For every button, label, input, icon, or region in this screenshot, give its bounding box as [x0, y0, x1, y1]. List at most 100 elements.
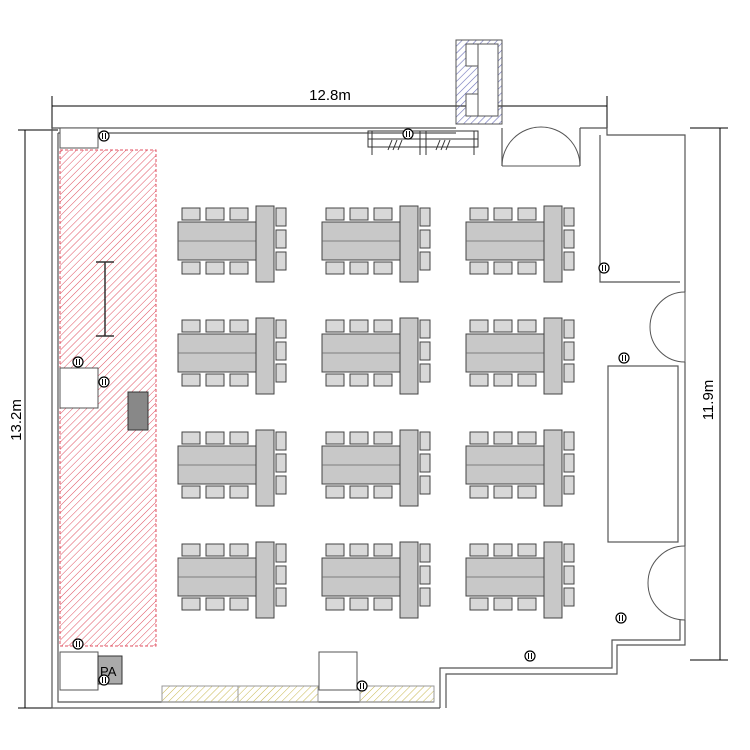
lectern-cabinet [59, 367, 99, 409]
chair [181, 431, 201, 445]
pa-cabinet [59, 651, 99, 691]
chair [517, 373, 537, 387]
chair [349, 207, 369, 221]
side-table [399, 541, 419, 619]
chair [419, 319, 431, 339]
chair [349, 373, 369, 387]
chair [419, 453, 431, 473]
chair [493, 485, 513, 499]
walls [51, 127, 686, 709]
chair [419, 363, 431, 383]
chair [181, 543, 201, 557]
outlet-icon [72, 638, 84, 650]
chair [229, 431, 249, 445]
chair [349, 261, 369, 275]
outlet-icon [618, 352, 630, 364]
outlet-icon [402, 128, 414, 140]
chair [419, 341, 431, 361]
side-table [255, 317, 275, 395]
outlet-icon [524, 650, 536, 662]
chair [419, 543, 431, 563]
side-table [543, 541, 563, 619]
chair [493, 373, 513, 387]
outlet-icon [598, 262, 610, 274]
top-double-door[interactable] [501, 126, 581, 167]
chair [275, 431, 287, 451]
chair [563, 543, 575, 563]
table-set [177, 429, 287, 507]
chair [205, 319, 225, 333]
chair [563, 431, 575, 451]
chair [205, 431, 225, 445]
outlet-icon [98, 674, 110, 686]
chair [493, 261, 513, 275]
chair [181, 597, 201, 611]
chair [563, 587, 575, 607]
right-upper-door[interactable] [649, 291, 686, 363]
chair [373, 431, 393, 445]
outlet-ring [72, 356, 84, 368]
chair [275, 207, 287, 227]
chair [419, 475, 431, 495]
chair [563, 251, 575, 271]
chair [563, 229, 575, 249]
chair [181, 373, 201, 387]
corner-cabinet [59, 127, 99, 149]
height-dimension-label: 13.2m [8, 399, 25, 441]
outlet-ring [356, 680, 368, 692]
chair [373, 485, 393, 499]
chair [517, 543, 537, 557]
table-set [465, 205, 575, 283]
chair [563, 363, 575, 383]
chair [419, 587, 431, 607]
chair [325, 319, 345, 333]
chair [419, 207, 431, 227]
bench-row [161, 685, 435, 703]
chair [275, 341, 287, 361]
chair [205, 373, 225, 387]
chair [469, 543, 489, 557]
outlet-ring [402, 128, 414, 140]
chair [275, 543, 287, 563]
chair [517, 431, 537, 445]
chair [205, 261, 225, 275]
chair [349, 319, 369, 333]
width-dimension-label: 12.8m [309, 87, 351, 104]
chair [275, 453, 287, 473]
outlet-ring [72, 638, 84, 650]
chair [469, 373, 489, 387]
chair [205, 543, 225, 557]
chair [325, 543, 345, 557]
chair [349, 431, 369, 445]
chair [229, 319, 249, 333]
side-table [543, 317, 563, 395]
chair [229, 543, 249, 557]
chair [419, 229, 431, 249]
table-set [321, 541, 431, 619]
table-set [465, 429, 575, 507]
chair [419, 431, 431, 451]
outlet-ring [98, 376, 110, 388]
chair [493, 431, 513, 445]
right-lower-door[interactable] [647, 545, 686, 621]
chair [469, 431, 489, 445]
chair [205, 485, 225, 499]
chair [373, 543, 393, 557]
chair [349, 485, 369, 499]
chair [563, 565, 575, 585]
chair [349, 543, 369, 557]
chair [325, 485, 345, 499]
chair [563, 319, 575, 339]
chair [493, 319, 513, 333]
chair [493, 207, 513, 221]
table-set [321, 429, 431, 507]
outlet-ring [98, 674, 110, 686]
chair [517, 485, 537, 499]
side-table [399, 205, 419, 283]
storage-closet [455, 39, 503, 125]
right-height-dimension-label: 11.9m [700, 380, 717, 421]
side-table [399, 317, 419, 395]
chair [493, 597, 513, 611]
chair [469, 597, 489, 611]
